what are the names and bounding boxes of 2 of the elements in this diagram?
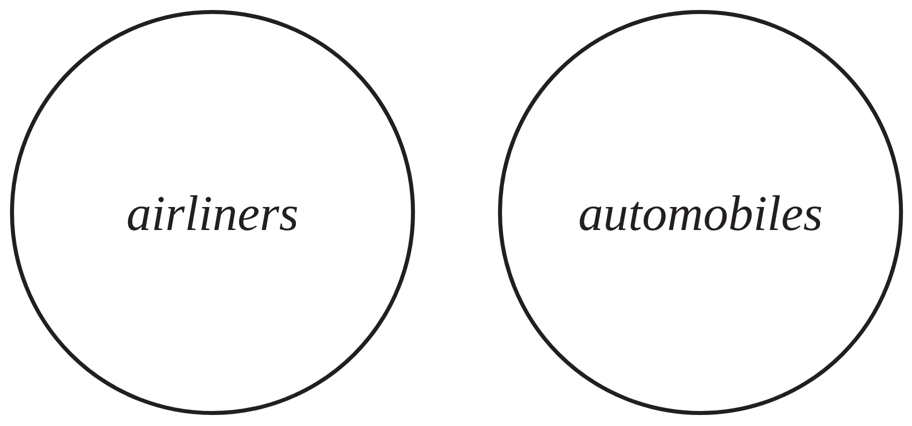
node-label: airliners [126,188,299,238]
node-label: automobiles [578,188,823,238]
